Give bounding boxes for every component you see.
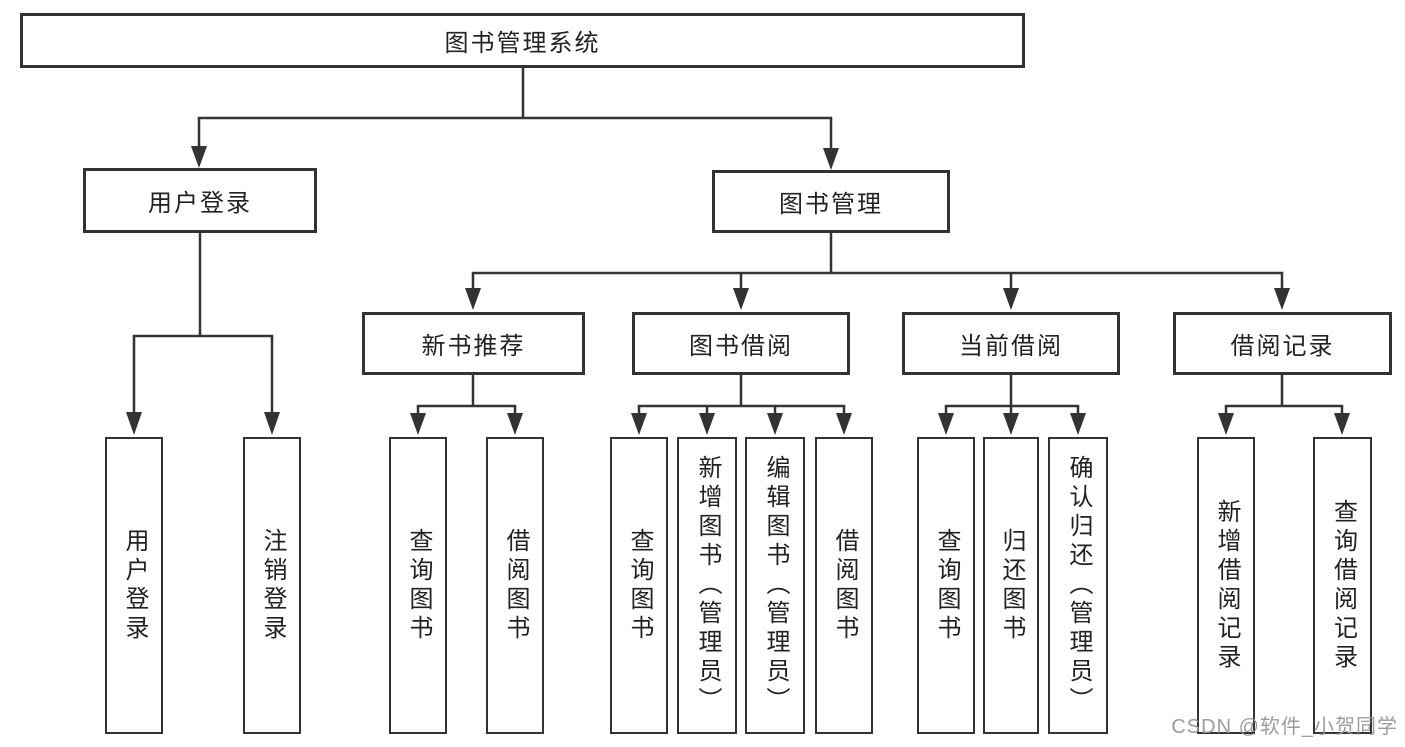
leaf-newbooks-borrow: 借阅图书	[486, 437, 544, 734]
leaf-borrowing-edit-admin: 编辑图书（管理员）	[745, 437, 805, 734]
node-book-management: 图书管理	[712, 170, 950, 233]
leaf-records-add: 新增借阅记录	[1197, 437, 1255, 734]
leaf-label: 新增借阅记录	[1213, 498, 1240, 673]
watermark: CSDN @软件_小贺同学	[1171, 716, 1398, 738]
node-borrow-records: 借阅记录	[1173, 312, 1392, 375]
leaf-label: 查询图书	[405, 527, 432, 644]
leaf-label: 查询借阅记录	[1329, 498, 1357, 673]
node-root-library-system: 图书管理系统	[20, 13, 1025, 68]
leaf-borrowing-borrow: 借阅图书	[815, 437, 873, 734]
leaf-label: 注销登录	[259, 527, 286, 644]
node-current-borrowing: 当前借阅	[902, 312, 1120, 375]
leaf-label: 查询图书	[933, 527, 960, 644]
leaf-label: 确认归还（管理员）	[1065, 455, 1092, 716]
leaf-label: 借阅图书	[831, 527, 858, 644]
node-book-borrowing: 图书借阅	[632, 312, 850, 375]
leaf-logout: 注销登录	[243, 437, 301, 734]
leaf-label: 借阅图书	[502, 527, 529, 644]
leaf-user-login: 用户登录	[105, 437, 163, 734]
node-user-login: 用户登录	[83, 168, 317, 233]
leaf-label: 查询图书	[626, 527, 653, 644]
leaf-borrowing-query: 查询图书	[610, 437, 668, 734]
leaf-label: 归还图书	[998, 527, 1025, 644]
leaf-label: 新增图书（管理员）	[694, 455, 721, 716]
leaf-current-confirm-admin: 确认归还（管理员）	[1048, 437, 1108, 734]
leaf-records-query: 查询借阅记录	[1313, 437, 1372, 734]
leaf-borrowing-add-admin: 新增图书（管理员）	[677, 437, 737, 734]
leaf-newbooks-query: 查询图书	[389, 437, 447, 734]
arrowheads	[126, 146, 1350, 435]
leaf-label: 编辑图书（管理员）	[762, 455, 789, 716]
leaf-current-query: 查询图书	[917, 437, 975, 734]
node-new-book-recommend: 新书推荐	[362, 312, 585, 375]
leaf-label: 用户登录	[121, 527, 148, 644]
leaf-current-return: 归还图书	[983, 437, 1039, 734]
